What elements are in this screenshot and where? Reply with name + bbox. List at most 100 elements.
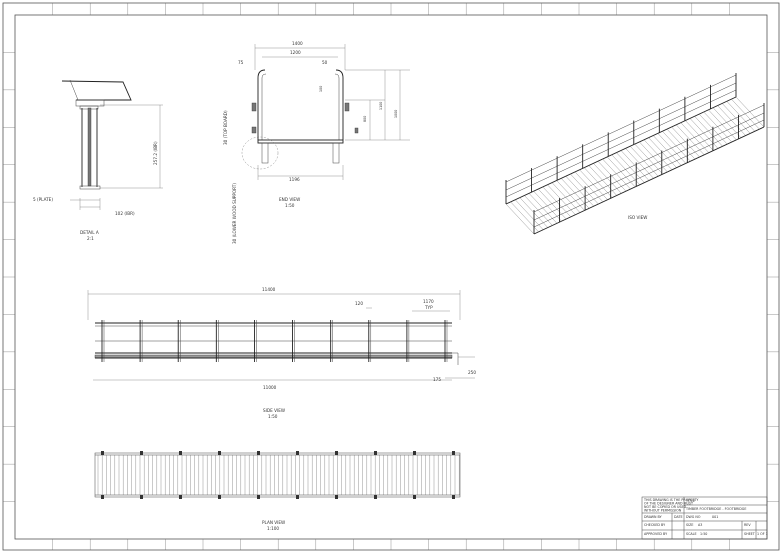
iso-deck-board [542,186,571,217]
iso-deck-board [676,124,705,155]
iso-deck-board [662,131,691,162]
end-dim-h1: 1100 [379,102,383,110]
end-scale: 1:50 [285,203,295,208]
tb-title-label: TITLE [685,499,695,503]
detail-dim-width: 102 (IBR) [115,211,135,216]
iso-deck-board [524,195,553,226]
side-bridge [94,320,459,365]
tb-note-1: THIS DRAWING IS THE PROPERTY [643,498,699,502]
tb-note-4: WITHOUT PERMISSION [644,509,682,513]
iso-deck-board [616,152,645,183]
iso-deck-board [538,188,567,220]
detail-scale: 2:1 [87,236,94,241]
iso-deck-board [588,165,617,196]
tb-scale-value: 1:50 [700,532,707,536]
end-title: END VIEW [279,197,300,202]
iso-deck-board [630,146,659,177]
plan-post [374,451,377,455]
iso-deck-board [643,139,673,170]
iso-deck-board [565,176,594,207]
tb-size-label: SIZE [686,523,693,527]
plan-post [101,451,104,455]
iso-rail [505,74,737,183]
end-dim-h2: 1000 [394,110,398,118]
tb-date-label: DATE [674,515,683,519]
iso-deck-board [570,173,599,205]
iso-rail [533,104,765,213]
iso-deck-board [584,167,613,198]
iso-deck-board [611,154,640,185]
end-dim-right-offset: 50 [322,60,328,65]
plan-post [452,451,455,455]
plan-post [179,495,182,499]
tb-dwg-label: DWG NO [686,515,701,519]
plan-post [335,451,338,455]
end-dim-overall: 1400 [292,41,303,46]
iso-deck-board [694,116,723,147]
plan-post [257,495,260,499]
iso-deck-board [648,137,677,168]
title-block: THIS DRAWING IS THE PROPERTY OF THE DESI… [641,496,768,540]
detail-title: DETAIL A [80,230,99,235]
plan-post [452,495,455,499]
iso-deck-board [717,105,746,136]
tb-note-3: NOT BE COPIED OR USED [644,505,687,509]
end-dim-mid: 800 [363,116,367,122]
detail-dim-plate: 5 (PLATE) [33,197,53,202]
iso-deck-board [712,107,742,138]
detail-dim-height: 257.2 (IBR) [153,141,158,165]
plan-post [413,495,416,499]
iso-deck-board [735,96,765,128]
iso-deck-board [620,150,650,181]
tb-sheet-label: SHEET [744,532,756,536]
side-scale: 1:50 [268,414,278,419]
side-dim-right-height: 250 [468,370,476,375]
tb-drawn-by: DRAWN BY [644,515,663,519]
side-dim-post: 120 [355,301,363,306]
iso-deck-board [579,169,608,200]
iso-deck-board [607,156,636,188]
plan-post [257,451,260,455]
plan-post [296,495,299,499]
iso-deck-board [726,101,755,132]
side-dim-right-small: 175 [433,377,441,382]
plan-view: PLAN VIEW 1:100 [94,451,461,531]
iso-bridge [505,73,765,235]
iso-deck-board [515,199,544,230]
iso-deck-board [666,128,696,160]
iso-deck-board [625,148,654,179]
iso-view: ISO VIEW [505,73,765,235]
iso-title: ISO VIEW [628,215,647,220]
end-label-top-board: 30 (TOP BOARD) [223,110,228,145]
iso-deck-board [556,180,585,211]
iso-deck-board [639,141,668,173]
side-view: 11400 120 1170 TYP 11000 175 250 SIDE VI… [87,287,476,419]
iso-deck-board [528,193,558,224]
plan-title: PLAN VIEW [262,520,285,525]
iso-deck-board [680,122,709,153]
plan-post [101,495,104,499]
side-dim-end-note: TYP [424,305,433,310]
end-label-lower-support: 30 (LOWER WOOD SUPPORT) [232,183,237,244]
tb-checked-by: CHECKED BY [644,523,666,527]
iso-deck-board [561,178,590,209]
iso-deck-board [653,135,682,166]
plan-post [218,451,221,455]
end-dim-left-offset: 75 [238,60,244,65]
plan-post [413,451,416,455]
plan-scale: 1:100 [267,526,279,531]
iso-deck-board [634,143,663,175]
iso-deck-board [685,120,714,151]
tb-dwg-value: 001 [712,515,718,519]
tb-project-name: TIMBER FOOTBRIDGE - FOOTBRIDGE [685,507,746,511]
plan-post [140,495,143,499]
iso-deck-board [703,111,732,143]
plan-bridge [94,451,461,499]
tb-size-value: A3 [698,523,702,527]
end-dim-small: 100 [319,86,323,92]
plan-post [140,451,143,455]
tb-note-2: OF THE DESIGNER AND MUST [644,502,694,506]
iso-deck-board [657,133,686,164]
iso-deck-board [574,171,604,203]
